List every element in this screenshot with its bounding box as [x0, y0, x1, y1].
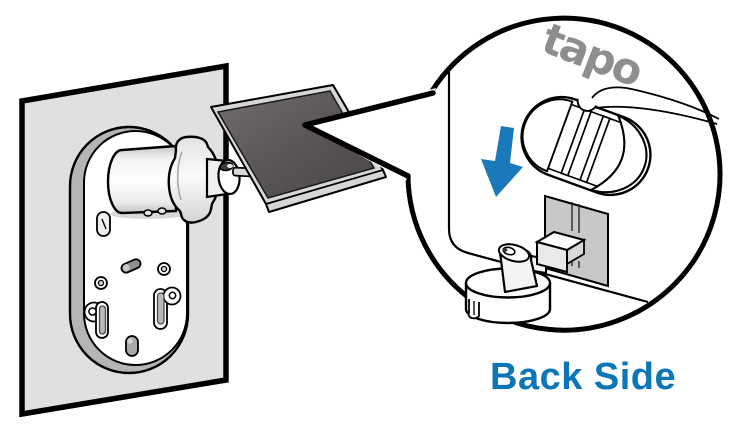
cable-notch — [576, 98, 598, 112]
screw-hole-right — [157, 262, 171, 276]
housing-edge — [447, 71, 649, 304]
cable-slot-bottom — [125, 335, 139, 357]
holder-left-rib — [521, 98, 574, 173]
recess-groove — [571, 202, 580, 268]
holder-right-clip — [590, 114, 648, 194]
plate-screw — [96, 211, 111, 237]
holder-slat-2 — [578, 115, 611, 184]
callout-triangle — [302, 88, 436, 181]
cable-holder — [520, 95, 652, 197]
screw-hole-left — [94, 276, 108, 290]
arm-cylinder — [106, 144, 178, 215]
keyhole-slot-right — [153, 286, 182, 330]
anchor-slot-center — [120, 258, 142, 274]
power-plug — [534, 230, 587, 274]
down-arrow-icon — [481, 126, 523, 197]
arm-nub-2 — [157, 207, 167, 215]
cable — [591, 86, 720, 125]
mount-arm — [106, 135, 255, 224]
keyhole-slot-left — [83, 301, 109, 339]
back-side-caption: Back Side — [490, 356, 677, 398]
panel-back-view — [447, 71, 720, 325]
arm-nub-1 — [143, 209, 153, 217]
mount-head — [497, 243, 539, 294]
